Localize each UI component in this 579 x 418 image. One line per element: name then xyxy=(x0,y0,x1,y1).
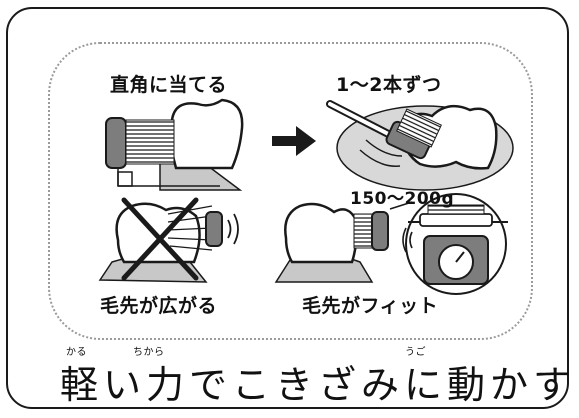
tooth-icon xyxy=(169,98,244,170)
fit-bristles-illustration xyxy=(274,193,508,295)
one-to-two-illustration xyxy=(326,100,514,191)
outer-frame xyxy=(6,7,569,409)
toothbrush-icon xyxy=(205,211,223,247)
toothbrush-icon xyxy=(371,211,389,251)
illustration-panel xyxy=(48,42,533,340)
label-spread: 毛先が広がる xyxy=(100,295,218,317)
vibration-icon xyxy=(402,227,413,253)
vibration-icon xyxy=(227,213,239,245)
right-angle-mark xyxy=(117,171,133,187)
arrow-right-icon xyxy=(272,126,316,156)
label-fit: 毛先がフィット xyxy=(302,295,439,317)
label-right-angle: 直角に当てる xyxy=(110,74,228,96)
tooth-icon xyxy=(284,202,358,264)
bristles xyxy=(125,119,175,165)
spread-bristles-illustration xyxy=(98,197,239,283)
right-angle-illustration xyxy=(105,98,244,191)
furigana-chikara: ちから xyxy=(133,347,165,358)
furigana-karu: かる xyxy=(66,347,87,358)
bristles xyxy=(396,108,442,148)
toothbrush-icon xyxy=(105,117,127,169)
furigana-ugo: うご xyxy=(405,347,426,358)
scale-icon xyxy=(405,193,508,295)
caption-text: 軽い力でこきざみに動かす xyxy=(60,363,577,407)
label-one-to-two: 1〜2本ずつ xyxy=(336,74,442,96)
label-pressure: 150〜200g xyxy=(350,189,455,209)
cross-icon xyxy=(121,197,199,281)
